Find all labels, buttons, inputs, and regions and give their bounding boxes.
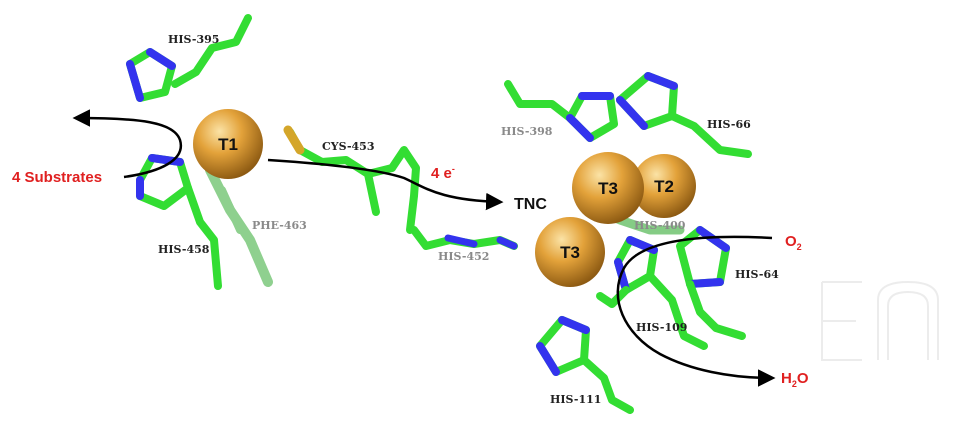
label-his-111: HIS-111 [550, 393, 601, 406]
label-his-66: HIS-66 [707, 118, 751, 131]
label-his-458: HIS-458 [158, 243, 210, 256]
label-his-64: HIS-64 [735, 268, 779, 281]
water-label: H2O [781, 370, 809, 389]
substrates-label: 4 Substrates [12, 169, 102, 186]
copper-t3-upper-sphere: T3 [572, 152, 644, 224]
his-458-sidechain [136, 154, 222, 290]
substrate-arrow [72, 109, 183, 179]
his-111-sidechain [536, 316, 634, 414]
tnc-label: TNC [514, 196, 547, 213]
copper-t3-upper-label: T3 [598, 179, 618, 198]
copper-t1-sphere: T1 [193, 109, 263, 179]
label-his-400: HIS-400 [634, 219, 686, 232]
his-452-sidechain [410, 226, 518, 250]
label-cys-453: CYS-453 [322, 140, 374, 153]
copper-t3-lower-label: T3 [560, 243, 580, 262]
cys-453-sidechain [283, 125, 420, 234]
electrons-label: 4 e- [431, 164, 455, 182]
oxygen-label: O2 [785, 233, 802, 252]
label-his-452: HIS-452 [438, 250, 489, 263]
his-64-sidechain [676, 226, 746, 340]
phe-463-sidechain [205, 165, 273, 287]
label-his-395: HIS-395 [168, 33, 219, 46]
label-his-398: HIS-398 [501, 125, 553, 138]
his-109-sidechain [596, 236, 708, 350]
label-his-109: HIS-109 [636, 321, 687, 334]
oxygen-to-water-arrow [616, 235, 776, 387]
copper-t3-lower-sphere: T3 [535, 217, 605, 287]
his-66-sidechain [616, 72, 752, 158]
copper-t1-label: T1 [218, 135, 238, 154]
watermark-logo [821, 280, 939, 361]
copper-t2-sphere: T2 [632, 154, 696, 218]
his-395-sidechain [126, 14, 252, 102]
label-phe-463: PHE-463 [252, 219, 307, 232]
his-398-sidechain [504, 80, 618, 142]
copper-t2-label: T2 [654, 177, 674, 196]
electron-transfer-arrow [267, 158, 504, 211]
